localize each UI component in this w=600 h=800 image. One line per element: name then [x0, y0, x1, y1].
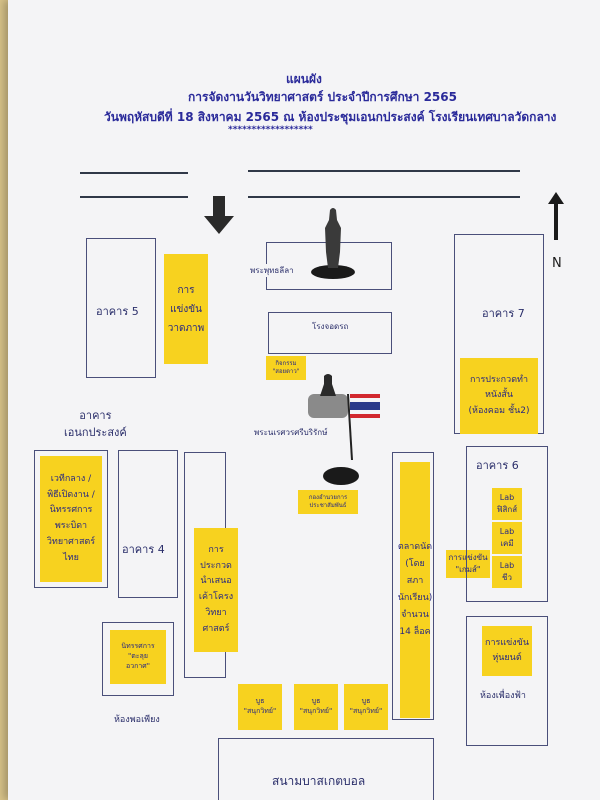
music-room-label: ห้องพอเพียง — [114, 715, 160, 725]
lab-physics: Lab ฟิสิกส์ — [492, 488, 522, 520]
north-label: N — [552, 256, 562, 271]
booth-central-stage: เวทีกลาง / พิธีเปิดงาน / นิทรรศการ พระบิ… — [40, 456, 102, 582]
booth-robot-contest: การแข่งขัน หุ่นยนต์ — [482, 626, 532, 676]
building-6-label: อาคาร 6 — [476, 459, 519, 472]
event-title: การจัดงานวันวิทยาศาสตร์ ประจำปีการศึกษา … — [188, 90, 457, 104]
monument-statue-icon — [308, 374, 348, 418]
road-line — [80, 196, 188, 198]
building-7-label: อาคาร 7 — [482, 307, 525, 320]
market-area — [392, 452, 434, 720]
buddha-statue-icon — [311, 208, 355, 279]
booth-project-presentation: การ ประกวด นำเสนอ เค้าโครง วิทยา ศาสตร์ — [194, 528, 238, 652]
multipurpose-building-label: อาคาร เอนกประสงค์ — [64, 409, 127, 439]
basketball-court — [218, 738, 434, 800]
lab-chemistry: Lab เคมี — [492, 522, 522, 554]
building-4 — [118, 450, 178, 598]
garage-label: โรงจอดรถ — [312, 322, 349, 331]
robot-room — [466, 616, 548, 746]
header-separator: ****************** — [228, 125, 313, 135]
booth-space-exhibition: นิทรรศการ "ตะลุย อวกาศ" — [110, 630, 166, 684]
booth-short-film: การประกวดทำ หนังสั้น (ห้องคอม ชั้น2) — [460, 358, 538, 434]
booth-games: การแข่งขัน "เกมส์" — [446, 550, 490, 578]
robot-room-label: ห้องเพื่องฟ้า — [480, 691, 526, 701]
lab-biology: Lab ชีว — [492, 556, 522, 588]
booth-fun-science-3: บูธ "สนุกวิทย์" — [344, 684, 388, 730]
booth-fun-science-1: บูธ "สนุกวิทย์" — [238, 684, 282, 730]
garage — [268, 312, 392, 354]
monument-label: พระนเรศวรศรีบริรักษ์ — [254, 428, 328, 437]
building-6 — [466, 446, 548, 602]
road-line — [248, 170, 520, 172]
multipurpose-building — [34, 450, 108, 588]
building-5 — [86, 238, 156, 378]
reception-tent-icon — [323, 467, 359, 485]
building-4-label: อาคาร 4 — [122, 543, 165, 556]
basketball-court-label: สนามบาสเกตบอล — [272, 774, 366, 788]
booth-activity-stars: กิจกรรม "สอยดาว" — [266, 356, 306, 380]
space-exhibition-area — [102, 622, 174, 696]
map-title: แผนผัง — [286, 72, 322, 86]
buddha-statue-label: พระพุทธลีลา — [250, 264, 294, 277]
booth-fun-science-2: บูธ "สนุกวิทย์" — [294, 684, 338, 730]
map-paper: แผนผัง การจัดงานวันวิทยาศาสตร์ ประจำปีกา… — [8, 0, 600, 800]
booth-student-market: ตลาดนัด (โดยสภา นักเรียน) จำนวน 14 ล็อค — [398, 462, 432, 718]
road-line — [80, 172, 188, 174]
event-date-location: วันพฤหัสบดีที่ 18 สิงหาคม 2565 ณ ห้องประ… — [104, 110, 557, 124]
road-line — [248, 196, 520, 198]
booth-drawing-contest: การ แข่งขัน วาดภาพ — [164, 254, 208, 364]
building-5-label: อาคาร 5 — [96, 305, 139, 318]
entrance-arrow-icon — [204, 196, 234, 234]
thai-flag-icon — [347, 393, 380, 461]
booth-reception: กองอำนวยการ ประชาสัมพันธ์ — [298, 490, 358, 514]
north-arrow-icon — [548, 192, 564, 240]
